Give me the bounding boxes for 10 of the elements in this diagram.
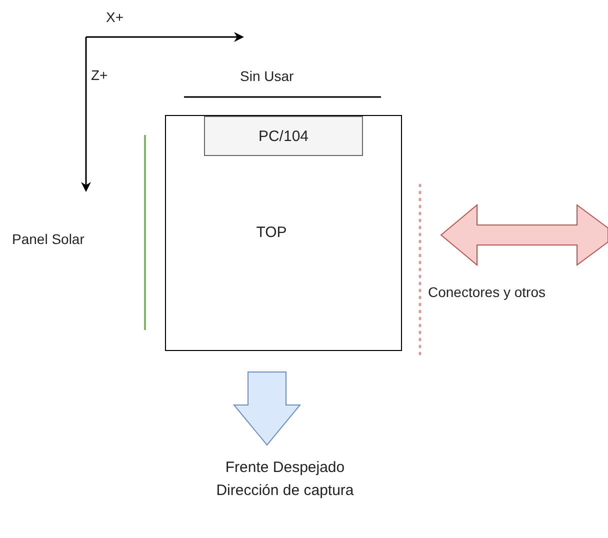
direction-label: Frente Despejado Dirección de captura	[215, 458, 355, 501]
edge-side-label: Sin Usar	[240, 68, 294, 84]
node-text: PC/104	[258, 128, 309, 144]
pc104-box	[204, 116, 363, 156]
node-text: TOP	[255, 224, 288, 241]
top-box	[165, 115, 402, 351]
axis-label: Z+	[91, 67, 108, 83]
axis-label: X+	[106, 9, 124, 25]
connector-side-label: Conectores y otros	[428, 284, 546, 300]
panel-label: Panel Solar	[12, 231, 84, 247]
